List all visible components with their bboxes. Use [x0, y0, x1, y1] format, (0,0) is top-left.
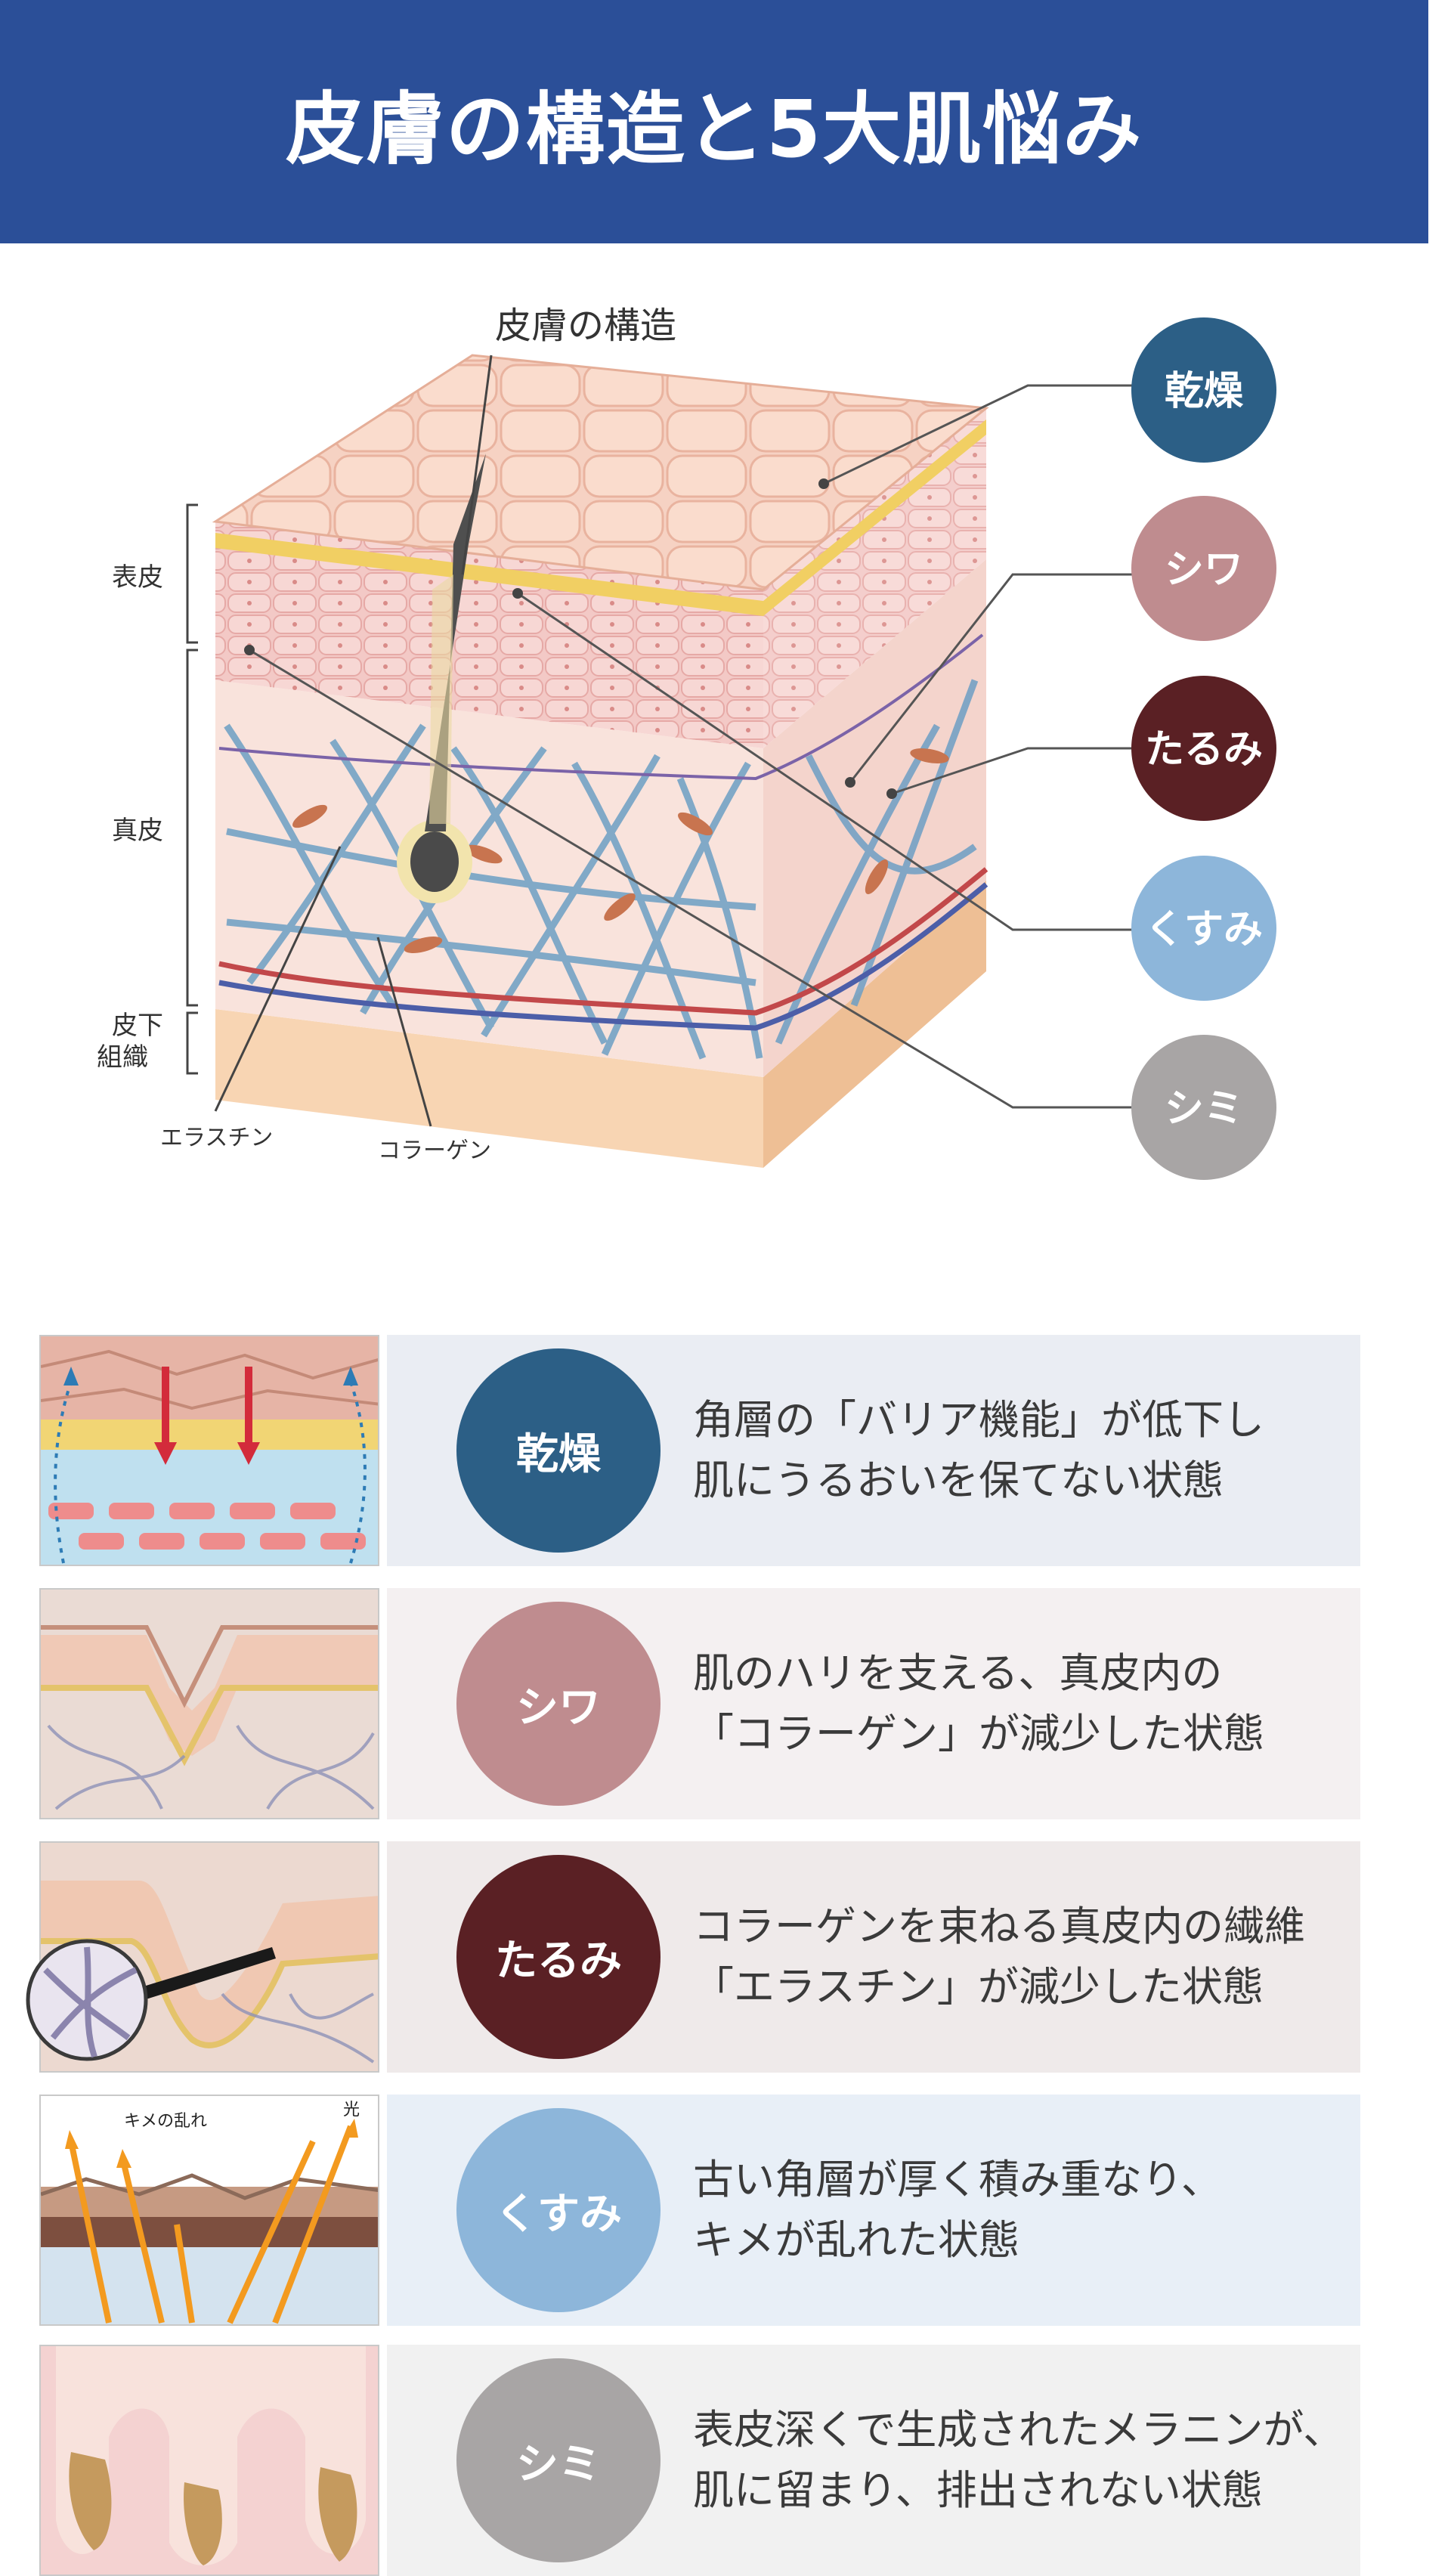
- concern-circle-dullness: [1131, 856, 1276, 1001]
- hair-bulb: [410, 831, 459, 892]
- panel-wrinkle: シワ 肌のハリを支える、真皮内の 「コラーゲン」が減少した状態: [387, 1588, 1360, 1819]
- magnifier-elastin: [26, 1939, 276, 2061]
- desc-spots: 表皮深くで生成されたメラニンが、 肌に留まり、排出されない状態: [693, 2345, 1358, 2576]
- row-circle-wrinkle: シワ: [456, 1602, 661, 1806]
- desc-dullness: 古い角層が厚く積み重なり、 キメが乱れた状態: [693, 2095, 1358, 2326]
- concern-label-wrinkle: シワ: [1165, 547, 1243, 593]
- row-dryness: 乾燥 角層の「バリア機能」が低下し 肌にうるおいを保てない状態: [39, 1335, 1360, 1566]
- panel-sagging: たるみ コラーゲンを束ねる真皮内の繊維 「エラスチン」が減少した状態: [387, 1841, 1360, 2073]
- desc-line-1: 表皮深くで生成されたメラニンが、: [693, 2406, 1344, 2454]
- concern-label-sagging: たるみ: [1145, 727, 1263, 772]
- thumb-spots: [39, 2345, 379, 2576]
- leader-lines: [249, 384, 1134, 1109]
- artery: [218, 867, 988, 1016]
- label-epidermis: 表皮: [112, 562, 163, 593]
- row-sagging: たるみ コラーゲンを束ねる真皮内の繊維 「エラスチン」が減少した状態: [39, 1841, 1360, 2073]
- concern-circle-dryness: [1131, 317, 1276, 463]
- label-subcutis-2: 組織: [97, 1042, 148, 1073]
- desc-line-2: 「コラーゲン」が減少した状態: [693, 1710, 1264, 1757]
- desc-line-1: 古い角層が厚く積み重なり、: [693, 2156, 1222, 2203]
- diagram-title: 皮膚の構造: [495, 305, 676, 347]
- desc-line-2: 肌にうるおいを保てない状態: [693, 1457, 1224, 1504]
- vein: [218, 882, 988, 1031]
- desc-wrinkle: 肌のハリを支える、真皮内の 「コラーゲン」が減少した状態: [693, 1588, 1358, 1819]
- row-dullness: キメの乱れ 光 くすみ 古い角層が厚く積み重なり、 キメが乱れた状態: [39, 2095, 1360, 2326]
- desc-line-1: コラーゲンを束ねる真皮内の繊維: [693, 1903, 1305, 1950]
- skin-cube-svg: 皮膚の構造 表皮 真皮 皮下 組織 エラスチン コラーゲン 乾燥 シワ たるみ …: [97, 305, 1276, 1180]
- fibroblast-cells: [292, 748, 949, 953]
- concern-circle-sagging: [1131, 676, 1276, 821]
- skin-structure-diagram: 皮膚の構造 表皮 真皮 皮下 組織 エラスチン コラーゲン 乾燥 シワ たるみ …: [0, 249, 1451, 1232]
- panel-dryness: 乾燥 角層の「バリア機能」が低下し 肌にうるおいを保てない状態: [387, 1335, 1360, 1566]
- concern-label-spots: シミ: [1165, 1086, 1243, 1132]
- panel-dullness: くすみ 古い角層が厚く積み重なり、 キメが乱れた状態: [387, 2095, 1360, 2326]
- label-dermis: 真皮: [112, 816, 163, 846]
- thumb-text-texture: キメの乱れ: [124, 2112, 207, 2131]
- thumb-sagging: [39, 1841, 379, 2073]
- concern-label-dullness: くすみ: [1145, 907, 1263, 952]
- desc-line-2: 肌に留まり、排出されない状態: [693, 2466, 1263, 2514]
- concern-circle-wrinkle: [1131, 496, 1276, 641]
- layer-brackets: [186, 503, 198, 1075]
- thumb-wrinkle: [39, 1588, 379, 1819]
- header-banner: 皮膚の構造と5大肌悩み: [0, 0, 1428, 243]
- row-circle-spots: シミ: [456, 2358, 661, 2562]
- row-circle-sagging: たるみ: [456, 1855, 661, 2059]
- page-title: 皮膚の構造と5大肌悩み: [285, 82, 1143, 175]
- desc-line-1: 角層の「バリア機能」が低下し: [693, 1396, 1264, 1444]
- concern-circles: 乾燥 シワ たるみ くすみ シミ: [1131, 317, 1276, 1180]
- row-spots: シミ 表皮深くで生成されたメラニンが、 肌に留まり、排出されない状態: [39, 2345, 1360, 2576]
- label-elastin: エラスチン: [160, 1125, 273, 1151]
- row-wrinkle: シワ 肌のハリを支える、真皮内の 「コラーゲン」が減少した状態: [39, 1588, 1360, 1819]
- label-collagen: コラーゲン: [378, 1138, 491, 1164]
- row-circle-dullness: くすみ: [456, 2108, 661, 2312]
- thumb-dullness: キメの乱れ 光: [39, 2095, 379, 2326]
- desc-dryness: 角層の「バリア機能」が低下し 肌にうるおいを保てない状態: [693, 1335, 1358, 1566]
- thumb-text-light: 光: [343, 2101, 360, 2119]
- label-subcutis-1: 皮下: [112, 1011, 163, 1041]
- desc-line-2: 「エラスチン」が減少した状態: [693, 1963, 1264, 2011]
- panel-spots: シミ 表皮深くで生成されたメラニンが、 肌に留まり、排出されない状態: [387, 2345, 1360, 2576]
- concern-circle-spots: [1131, 1035, 1276, 1180]
- desc-line-1: 肌のハリを支える、真皮内の: [693, 1649, 1223, 1697]
- concern-label-dryness: 乾燥: [1165, 369, 1244, 414]
- desc-line-2: キメが乱れた状態: [693, 2216, 1019, 2264]
- desc-sagging: コラーゲンを束ねる真皮内の繊維 「エラスチン」が減少した状態: [693, 1841, 1358, 2073]
- row-circle-dryness: 乾燥: [456, 1348, 661, 1553]
- thumb-dryness: [39, 1335, 379, 1566]
